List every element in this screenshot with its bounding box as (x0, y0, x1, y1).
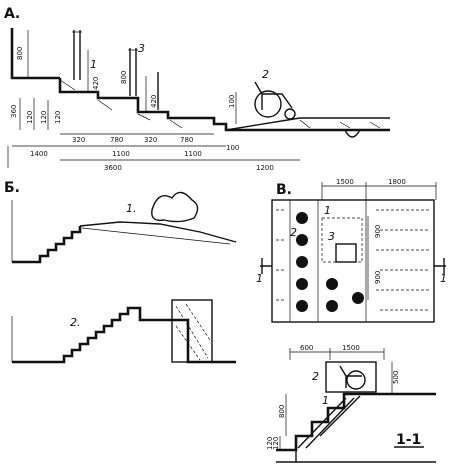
panel-b: Б. 1. 2. (4, 180, 237, 364)
section-stringer-hatch (297, 395, 361, 449)
plan-marker-1: 1 (324, 204, 331, 217)
variant-2-stair-profile (12, 306, 236, 364)
panel-a-label: А. (4, 6, 20, 22)
marker-3: 3 (138, 42, 145, 55)
handrail-caps (72, 31, 138, 51)
section-marker-1: 1 (322, 394, 329, 407)
section-marker-2: 2 (312, 370, 319, 383)
wheelchair-icon (254, 81, 296, 120)
panel-b-label: Б. (4, 180, 20, 196)
handrail-posts (73, 30, 159, 110)
section-vertical-dimension-lines (279, 362, 393, 450)
section-dim-500: 500 (392, 371, 400, 384)
dim-100-h: 100 (226, 144, 239, 152)
dim-120-a: 120 (26, 111, 34, 124)
section-title: 1-1 (396, 432, 421, 448)
dim-320-a: 320 (72, 136, 85, 144)
section-dim-800: 800 (278, 405, 286, 418)
dim-1100-a: 1100 (112, 150, 130, 158)
plan-cut-left-label: 1 (256, 272, 263, 285)
dim-1400: 1400 (30, 150, 48, 158)
plan-section-cut-marks (260, 258, 446, 274)
dim-320-b: 320 (144, 136, 157, 144)
plan-marker-3: 3 (328, 230, 335, 243)
variant-2-retaining-wall (171, 299, 213, 363)
dim-3600: 3600 (104, 164, 122, 172)
plan-walls (289, 200, 367, 322)
shrub-icon (151, 191, 199, 223)
variant-2-marker: 2. (70, 316, 81, 329)
section-1-1: 600 1500 800 120 120 500 2 1 1-1 (266, 344, 436, 463)
section-dim-120-b: 120 (272, 437, 280, 450)
marker-2: 2 (262, 68, 269, 81)
variant-2-wall-hatch (175, 303, 211, 361)
variant-1-marker: 1. (126, 202, 137, 215)
plan-ground-texture (276, 209, 430, 311)
upper-landing (10, 28, 60, 80)
dim-780-a: 780 (110, 136, 123, 144)
variant-1-upper-ground (79, 221, 237, 243)
section-ground-line (276, 450, 436, 463)
plan-outline (271, 199, 435, 323)
section-top-dimension-line (289, 348, 385, 360)
plan-wheelchair-icon (335, 243, 357, 263)
section-dim-600: 600 (300, 344, 313, 352)
stair-and-ramp-profile (58, 78, 390, 132)
variant-1-base-line (81, 227, 231, 245)
plan-dim-1800: 1800 (388, 178, 406, 186)
plan-cut-right-label: 1 (440, 272, 447, 285)
drain-pit (344, 129, 361, 138)
section-platform-box (325, 361, 377, 393)
dim-360: 360 (10, 105, 18, 118)
ground-hatch (59, 79, 381, 129)
dim-800-b: 800 (120, 71, 128, 84)
plan-platform (321, 217, 363, 263)
plan-stone-circles (296, 212, 364, 312)
dim-100-v: 100 (228, 95, 236, 108)
marker-1: 1 (90, 58, 97, 71)
horizontal-dimension-lines (7, 133, 300, 168)
dim-120-b: 120 (40, 111, 48, 124)
panel-v-label: В. (276, 182, 292, 198)
dim-420-a: 420 (92, 77, 100, 90)
dim-1100-b: 1100 (184, 150, 202, 158)
plan-marker-2: 2 (290, 226, 297, 239)
section-dim-120-a: 120 (266, 437, 274, 450)
panel-v: В. 1500 1800 900 900 1 1 1 2 (256, 178, 447, 323)
panel-a: А. 800 360 120 120 120 420 800 420 100 (4, 6, 390, 172)
dim-1200: 1200 (256, 164, 274, 172)
plan-dim-900-b: 900 (374, 271, 382, 284)
vertical-dimension-lines (19, 30, 237, 130)
dim-780-b: 780 (180, 136, 193, 144)
ramp-surface (225, 117, 390, 131)
dim-800: 800 (16, 47, 24, 60)
plan-top-dimension-line (321, 182, 437, 200)
dim-120-c: 120 (54, 111, 62, 124)
plan-dim-900-a: 900 (374, 225, 382, 238)
variant-1-stair-profile (12, 226, 82, 264)
dim-420-b: 420 (150, 95, 158, 108)
section-wheelchair-icon (339, 365, 366, 390)
section-dim-1500: 1500 (342, 344, 360, 352)
plan-dim-1500: 1500 (336, 178, 354, 186)
